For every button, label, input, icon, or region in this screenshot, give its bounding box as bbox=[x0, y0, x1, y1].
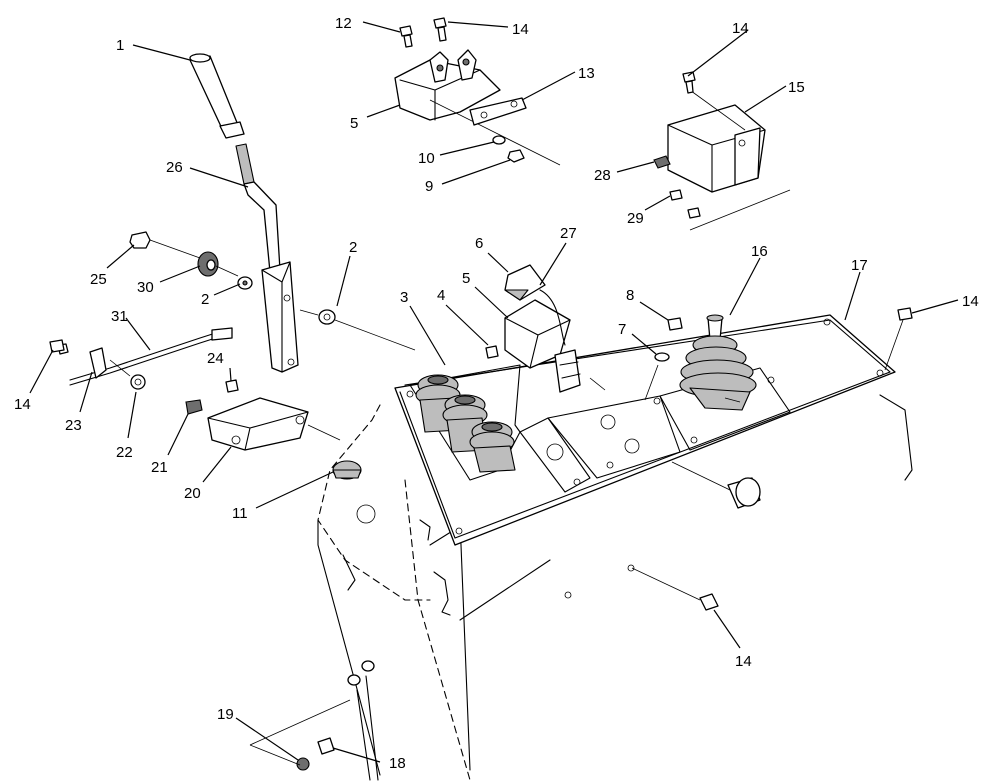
fasteners bbox=[49, 17, 913, 781]
callout-17: 17 bbox=[851, 257, 868, 274]
knob bbox=[671, 461, 761, 509]
callout-4: 4 bbox=[437, 287, 445, 304]
frame-outline bbox=[317, 394, 913, 781]
callout-2: 2 bbox=[201, 291, 209, 308]
callout-12: 12 bbox=[335, 15, 352, 32]
callout-21: 21 bbox=[151, 459, 168, 476]
callout-22: 22 bbox=[116, 444, 133, 461]
callout-18: 18 bbox=[389, 755, 406, 772]
cable-31 bbox=[57, 327, 233, 390]
callout-6: 6 bbox=[475, 235, 483, 252]
joystick-boot bbox=[679, 314, 757, 411]
callout-14: 14 bbox=[732, 20, 749, 37]
callout-20: 20 bbox=[184, 485, 201, 502]
callout-15: 15 bbox=[788, 79, 805, 96]
callout-5: 5 bbox=[350, 115, 358, 132]
callout-2: 2 bbox=[349, 239, 357, 256]
callout-14: 14 bbox=[962, 293, 979, 310]
callout-3: 3 bbox=[400, 289, 408, 306]
callout-19: 19 bbox=[217, 706, 234, 723]
control-panel-plate bbox=[394, 314, 896, 546]
callout-29: 29 bbox=[627, 210, 644, 227]
callout-24: 24 bbox=[207, 350, 224, 367]
leader-lines bbox=[29, 21, 959, 763]
callout-1: 1 bbox=[116, 37, 124, 54]
bracket-20 bbox=[185, 379, 341, 451]
callout-labels: 1 12 14 13 5 10 9 14 15 28 29 26 25 30 2… bbox=[14, 15, 979, 772]
callout-16: 16 bbox=[751, 243, 768, 260]
shift-lever bbox=[189, 53, 299, 373]
callout-8: 8 bbox=[626, 287, 634, 304]
pivot-hardware bbox=[129, 231, 416, 351]
callout-31: 31 bbox=[111, 308, 128, 325]
callout-13: 13 bbox=[578, 65, 595, 82]
relay-5-mid bbox=[504, 264, 606, 393]
callout-11: 11 bbox=[232, 505, 248, 522]
callout-9: 9 bbox=[425, 178, 433, 195]
callout-14: 14 bbox=[735, 653, 752, 670]
relay-5-top bbox=[394, 49, 561, 166]
relay-15 bbox=[667, 87, 791, 231]
callout-10: 10 bbox=[418, 150, 435, 167]
callout-25: 25 bbox=[90, 271, 107, 288]
callout-27: 27 bbox=[560, 225, 577, 242]
callout-30: 30 bbox=[137, 279, 154, 296]
switch-boots bbox=[415, 374, 516, 473]
callout-7: 7 bbox=[618, 321, 626, 338]
plate-13 bbox=[469, 97, 527, 126]
plug-11 bbox=[332, 460, 362, 480]
callout-5: 5 bbox=[462, 270, 470, 287]
callout-28: 28 bbox=[594, 167, 611, 184]
callout-26: 26 bbox=[166, 159, 183, 176]
callout-23: 23 bbox=[65, 417, 82, 434]
callout-14: 14 bbox=[512, 21, 529, 38]
callout-14: 14 bbox=[14, 396, 31, 413]
